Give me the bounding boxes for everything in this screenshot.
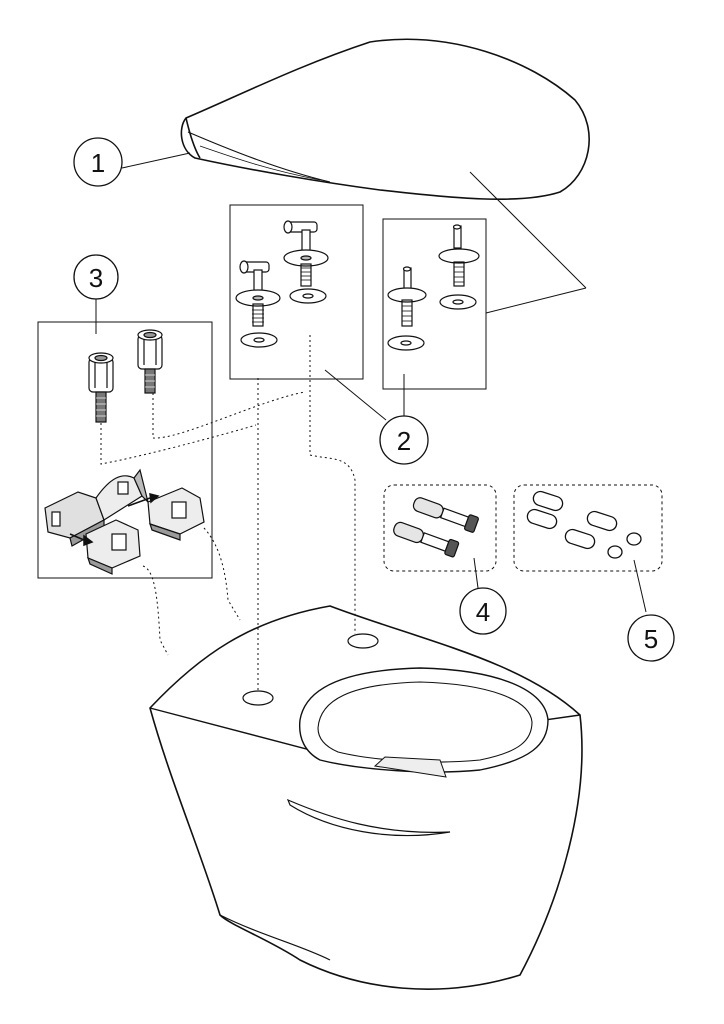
callout-label: 4 [476,597,490,627]
callout-label: 2 [397,426,411,456]
hinge-bolt-set-icon [229,204,364,380]
callout-3: 3 [73,254,119,300]
leader-lines-4 [473,557,479,589]
callout-2: 2 [379,415,429,465]
leader-lines-2 [324,369,405,421]
anchor-bolt-icon [383,484,497,572]
callout-4: 4 [459,587,507,635]
toilet-seat-lid-icon [180,38,590,200]
quick-release-bracket-icon [37,321,213,579]
callout-label: 5 [644,624,658,654]
callout-1: 1 [73,137,123,187]
callout-label: 3 [89,263,103,293]
rubber-buffer-pads-icon [513,484,663,572]
wall-hung-toilet-bowl-icon [149,605,583,990]
callout-5: 5 [627,614,675,662]
hinge-bolt-set-icon [382,218,487,390]
leader-lines-5 [633,559,647,613]
leader-lines-1 [121,152,191,169]
assembly-guide-lines [100,335,356,692]
callout-label: 1 [91,148,105,178]
leader-lines-lid-hinge [469,171,587,316]
